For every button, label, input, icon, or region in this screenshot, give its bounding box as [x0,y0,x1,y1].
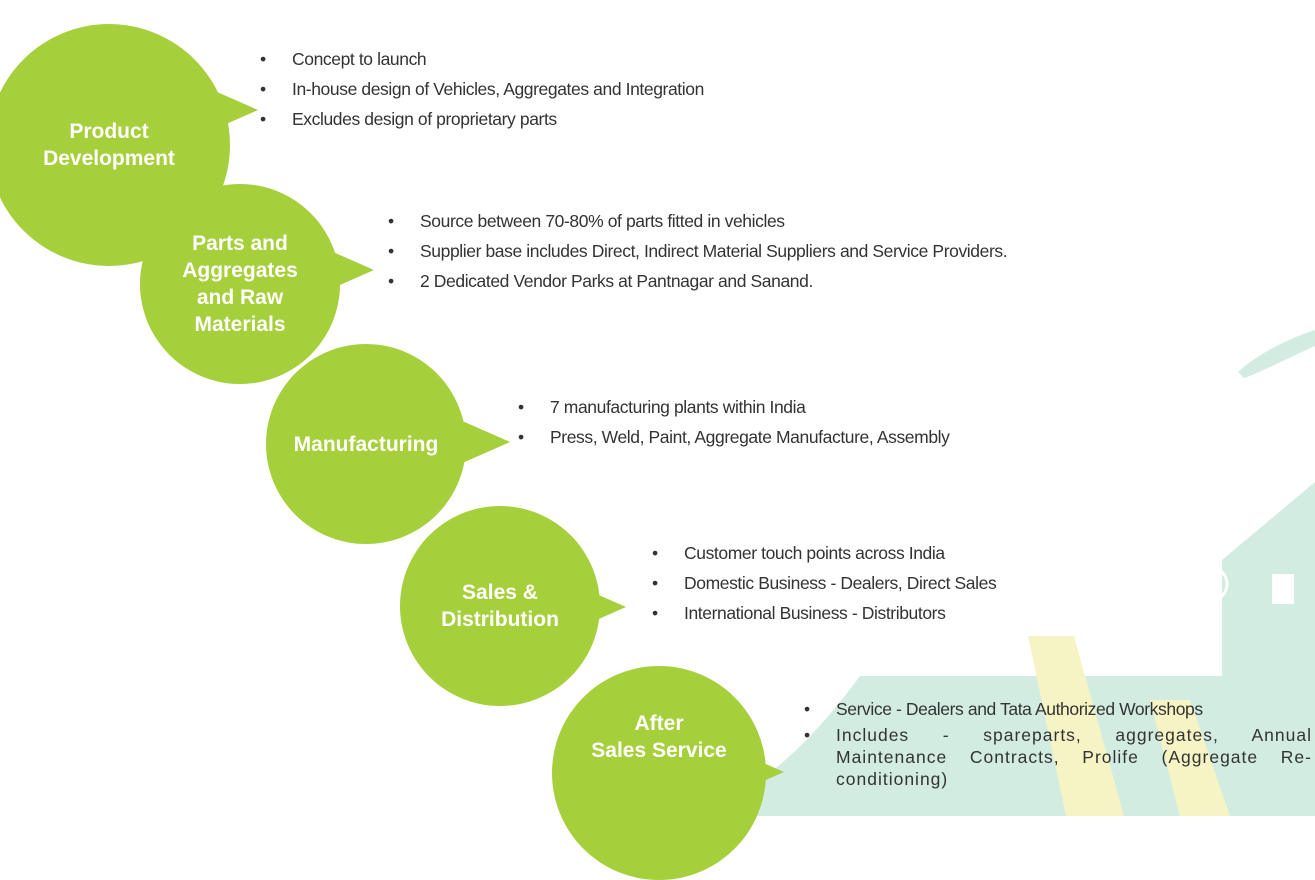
bubble-pointer [460,420,510,464]
point-item: Customer touch points across India [650,542,1290,564]
stage-bubble: Manufacturing [266,344,466,544]
stage-bubble: Sales & Distribution [400,506,600,706]
stage-title: After Sales Service [591,712,727,762]
stage-points: Concept to launch In-house design of Veh… [258,48,898,138]
stage-points: Customer touch points across India Domes… [650,542,1290,632]
point-item: Service - Dealers and Tata Authorized Wo… [802,698,1312,720]
point-item: Concept to launch [258,48,898,70]
stage-bubble: After Sales Service [552,666,766,880]
stage-points: Source between 70-80% of parts fitted in… [386,210,1246,300]
stage-bubble: Parts and Aggregates and Raw Materials [140,184,340,384]
stage-title: Sales & Distribution [441,581,559,631]
point-item: 7 manufacturing plants within India [516,396,1156,418]
watermark-leaf [1238,330,1315,378]
stage-title: Manufacturing [293,432,439,456]
point-item: Supplier base includes Direct, Indirect … [386,240,1246,262]
point-item: Domestic Business - Dealers, Direct Sale… [650,572,1290,594]
point-item: Press, Weld, Paint, Aggregate Manufactur… [516,426,1156,448]
point-item: 2 Dedicated Vendor Parks at Pantnagar an… [386,270,1246,292]
point-item: Includes - spareparts, aggregates, Annua… [802,724,1312,790]
stage-title: Product Development [43,120,175,170]
point-item: Excludes design of proprietary parts [258,108,898,130]
point-item: Source between 70-80% of parts fitted in… [386,210,1246,232]
stage-points: 7 manufacturing plants within India Pres… [516,396,1156,456]
point-item: In-house design of Vehicles, Aggregates … [258,78,898,100]
stage-title: Parts and Aggregates and Raw Materials [182,232,298,336]
stage-points: Service - Dealers and Tata Authorized Wo… [802,698,1312,798]
point-item: International Business - Distributors [650,602,1290,624]
